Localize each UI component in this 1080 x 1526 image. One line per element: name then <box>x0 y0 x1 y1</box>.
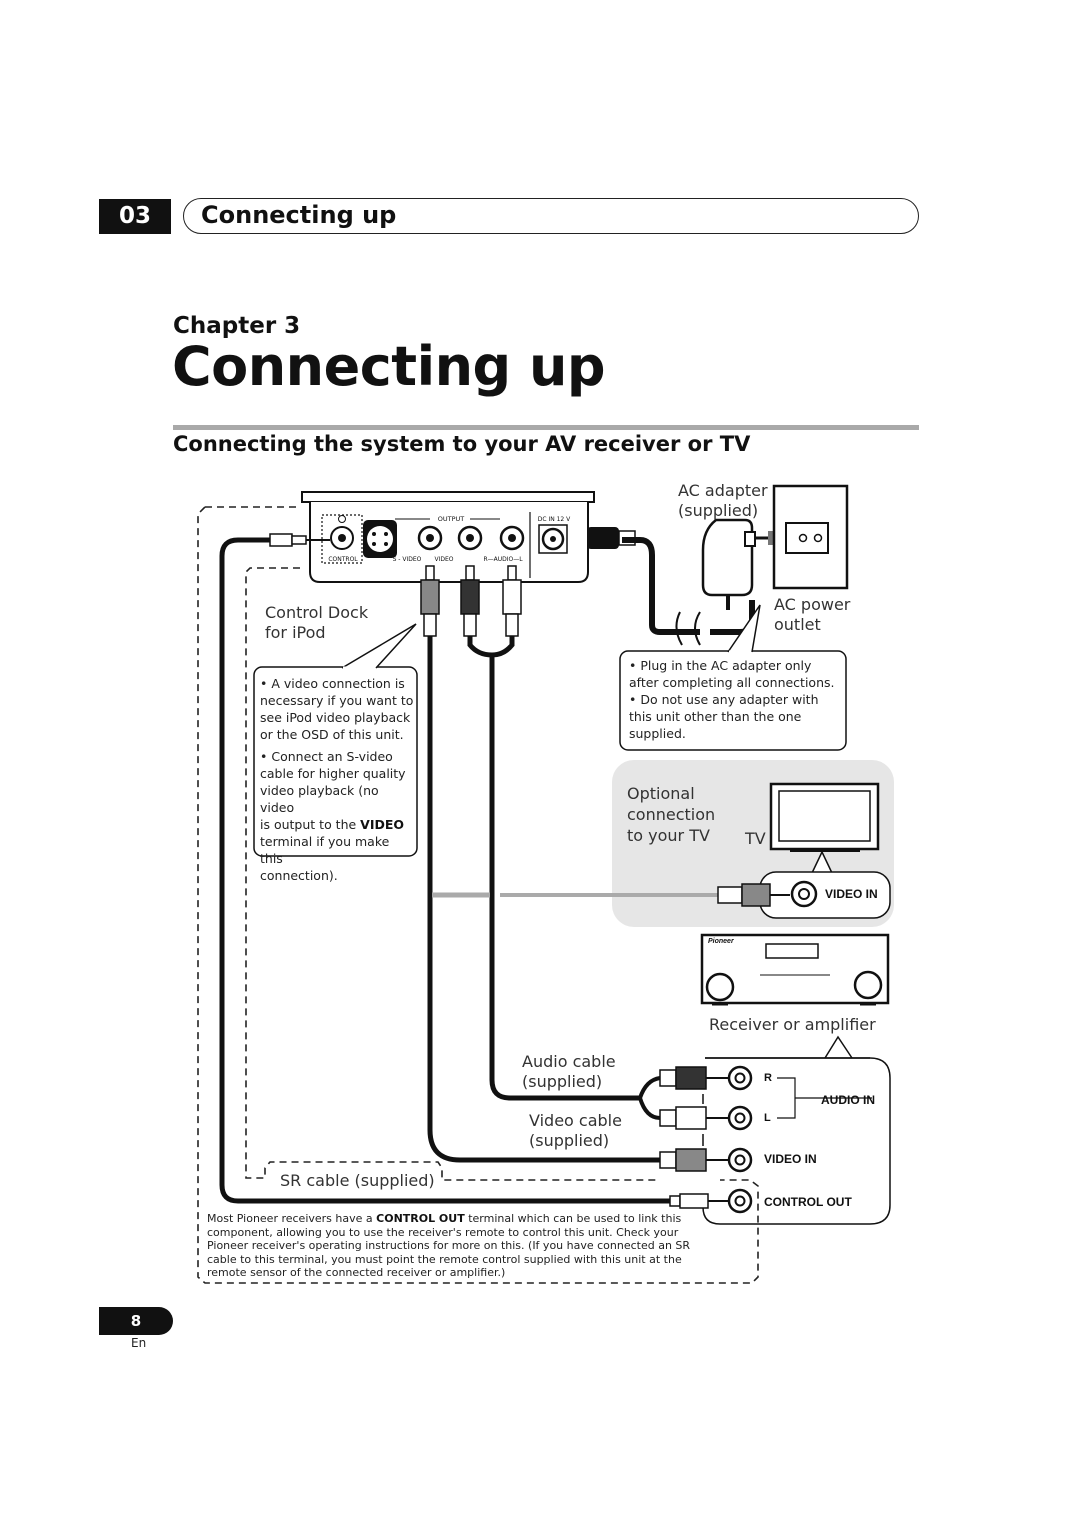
audio-cable-label: Audio cable <box>522 1052 616 1071</box>
rx-video-in-label: VIDEO IN <box>764 1152 817 1166</box>
ac-outlet-label: outlet <box>774 615 821 634</box>
video-connection-note: • A video connection is necessary if you… <box>260 676 414 883</box>
audio-in-label: AUDIO IN <box>821 1093 875 1107</box>
dock-rca-plugs <box>420 565 522 637</box>
chapter-title: Connecting up <box>172 335 606 398</box>
sr-cable-path <box>245 567 660 1181</box>
tv-video-in-label: VIDEO IN <box>825 887 878 901</box>
audio-cable-supplied-label: (supplied) <box>522 1072 603 1091</box>
section-rule <box>173 425 919 430</box>
receiver-label: Receiver or amplifier <box>709 1015 876 1034</box>
dock-rear-panel <box>301 491 595 583</box>
jack-r-label: R <box>764 1072 772 1084</box>
header-bar <box>183 198 919 234</box>
receiver-icon: Pioneer <box>700 933 890 1006</box>
sr-dashed-outline <box>197 506 759 1284</box>
video-cable-supplied-label: (supplied) <box>529 1131 610 1150</box>
ac-power-outlet <box>772 484 849 590</box>
sr-cable-label: SR cable (supplied) <box>278 1171 437 1191</box>
control-out-label: CONTROL OUT <box>764 1195 852 1209</box>
video-cable <box>427 636 660 1163</box>
tv-icon <box>769 782 880 852</box>
dock-ipod-label: for iPod <box>265 623 326 642</box>
audio-label: R—AUDIO—L <box>483 556 523 563</box>
page-language: En <box>131 1336 147 1350</box>
tv-label: TV <box>745 829 766 848</box>
chapter-label: Chapter 3 <box>173 313 301 339</box>
video-rx-plug <box>659 1147 753 1173</box>
pioneer-logo: Pioneer <box>708 938 735 945</box>
connection-label: connection <box>627 805 716 824</box>
dc-in-label: DC IN 12 V <box>538 516 571 523</box>
jack-l-label: L <box>764 1112 771 1124</box>
sr-plug-dock <box>269 533 330 547</box>
header-title: Connecting up <box>201 201 397 229</box>
video-cable-label: Video cable <box>529 1111 622 1130</box>
sr-cable <box>219 537 670 1204</box>
ac-adapter-supplied-label: (supplied) <box>678 501 759 520</box>
audio-r-plug <box>659 1065 753 1091</box>
s-video-label: S - VIDEO <box>393 556 422 563</box>
tv-video-plug <box>717 880 818 908</box>
page-number: 8 <box>99 1307 173 1335</box>
section-title: Connecting the system to your AV receive… <box>173 432 751 456</box>
ac-adapter-label: AC adapter <box>678 481 768 500</box>
video-label: VIDEO <box>434 556 453 563</box>
chapter-number-tab: 03 <box>99 199 171 234</box>
dock-label: Control Dock <box>265 603 369 622</box>
audio-cable <box>467 636 640 1101</box>
to-your-tv-label: to your TV <box>627 826 710 845</box>
output-label: OUTPUT <box>438 515 465 523</box>
ac-adapter-note: • Plug in the AC adapter only after comp… <box>629 658 835 741</box>
control-out-note: Most Pioneer receivers have a CONTROL OU… <box>207 1212 691 1279</box>
control-out-plug <box>669 1188 753 1214</box>
optional-label: Optional <box>627 784 695 803</box>
ac-power-label: AC power <box>774 595 851 614</box>
audio-l-plug <box>659 1105 753 1131</box>
control-label: CONTROL <box>328 556 358 563</box>
